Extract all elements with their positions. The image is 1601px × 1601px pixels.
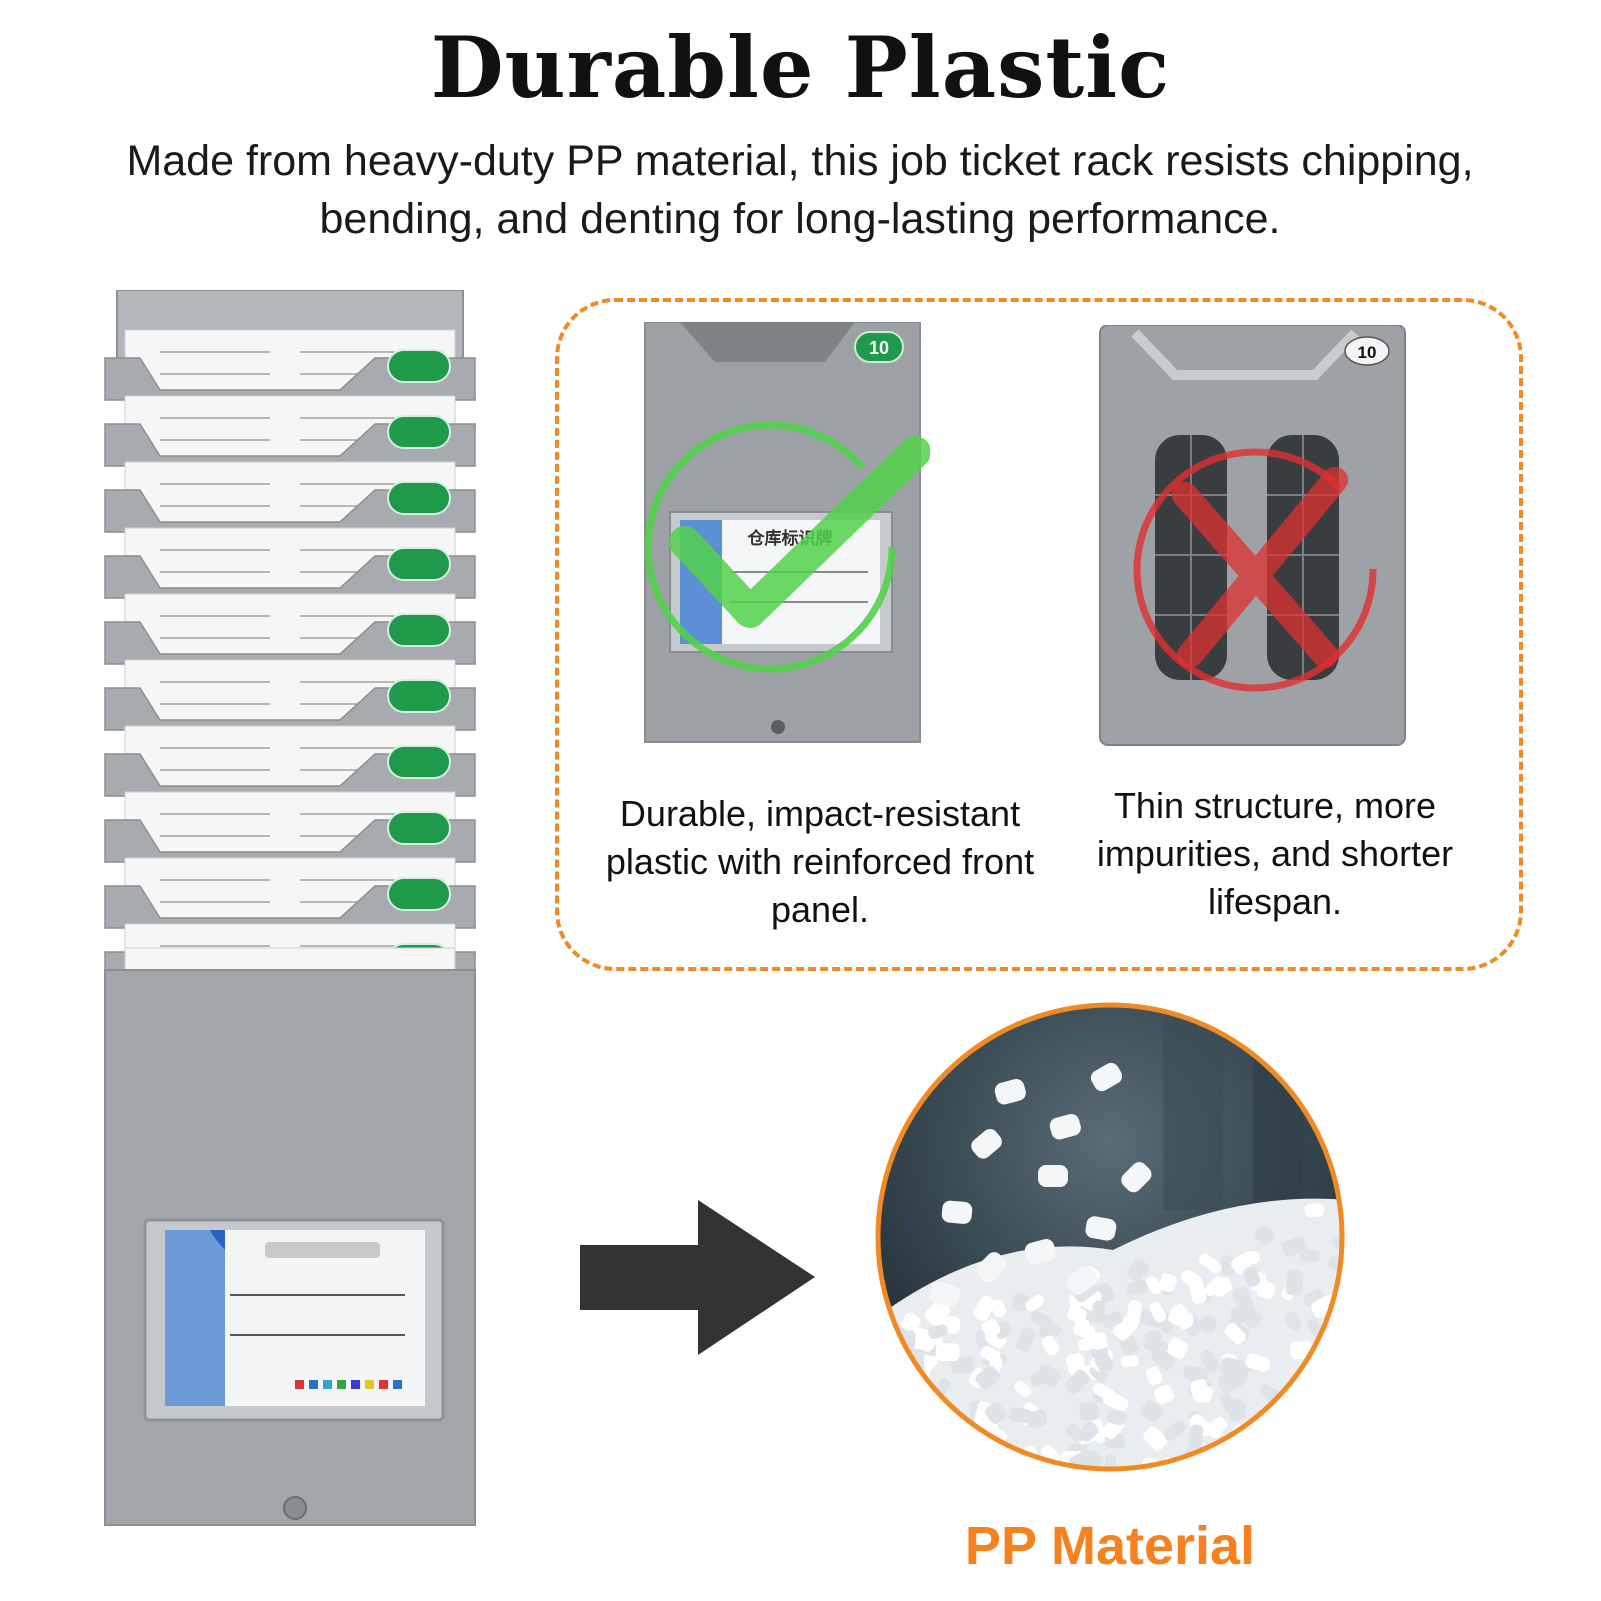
arrow-right-icon	[580, 1200, 820, 1355]
checkmark-icon	[644, 421, 931, 673]
rack-pocket	[104, 725, 476, 797]
thin-caption: Thin structure, more impurities, and sho…	[1096, 785, 1454, 922]
rack-pocket	[104, 329, 476, 401]
mount-hole	[283, 1496, 307, 1520]
rack-pocket	[104, 659, 476, 731]
slot-number-badge: 10	[869, 338, 889, 358]
page-subtitle: Made from heavy-duty PP material, this j…	[126, 137, 1474, 243]
thin-rack-sample: 10	[1095, 324, 1415, 755]
pp-pellets-image	[873, 1000, 1348, 1475]
rack-pocket	[104, 527, 476, 599]
rack-pocket	[104, 593, 476, 665]
durable-caption: Durable, impact-resistant plastic with r…	[605, 793, 1035, 930]
rack-pocket	[104, 791, 476, 863]
rack-pocket	[104, 395, 476, 467]
rack-pocket	[104, 461, 476, 533]
rack-pocket	[104, 857, 476, 929]
pp-material-label: PP Material	[964, 1516, 1256, 1576]
page-title: Durable Plastic	[430, 18, 1171, 117]
ticket-rack-illustration	[104, 289, 476, 1526]
slot-number-badge: 10	[1358, 343, 1377, 362]
ticket-rack-image	[100, 289, 490, 1580]
cross-icon	[1133, 448, 1377, 692]
durable-rack-sample: 10 仓库标识牌	[640, 321, 931, 762]
comparison-panel	[555, 298, 1523, 971]
